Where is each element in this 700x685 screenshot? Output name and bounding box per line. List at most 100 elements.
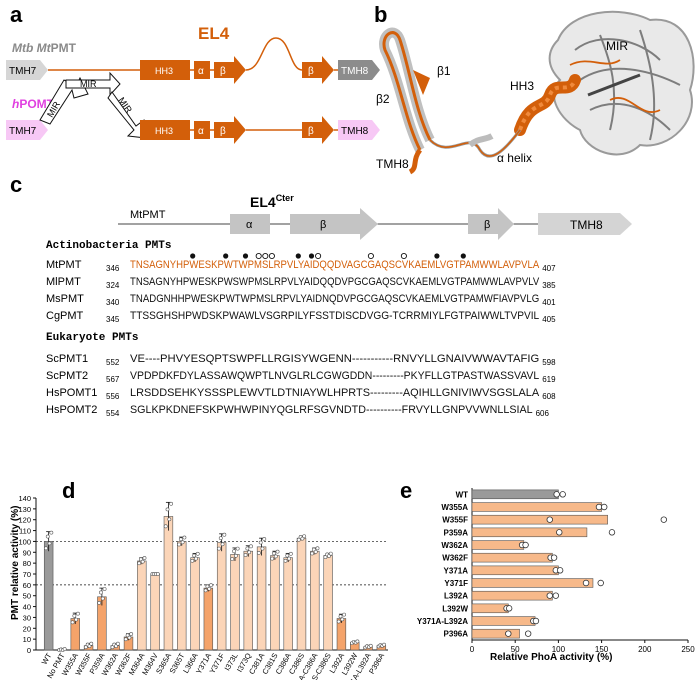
hh3-box-bottom xyxy=(140,120,190,140)
x-tick-label: 0 xyxy=(470,645,475,654)
replicate-point xyxy=(233,553,238,558)
el4cter-main: EL4 xyxy=(250,194,276,210)
panel-b: b MIR HH3 β1 β2 TMH8 α helix xyxy=(374,2,695,175)
alignment-sequence: LRSDDSEHKYSSSPLEWVTLDTNIAYWLHPRTS-------… xyxy=(130,387,540,399)
alignment-sequence: TTSSGHSHPWDSKPWAWLVSGRPILYFSSTDISCDVGG-T… xyxy=(130,310,539,322)
alignment-end: 407 xyxy=(542,264,556,273)
category-label: P359A xyxy=(444,528,469,537)
replicate-point xyxy=(49,530,54,535)
replicate-point xyxy=(190,558,195,563)
bar xyxy=(190,557,200,651)
replicate-point xyxy=(127,635,132,640)
beta1-topology-arrow xyxy=(290,208,378,240)
hh3-box-top xyxy=(140,60,190,80)
replicate-point xyxy=(608,529,616,536)
replicate-point xyxy=(243,553,248,557)
x-tick-label: 250 xyxy=(681,645,695,654)
replicate-point xyxy=(382,642,386,647)
alignment-start: 324 xyxy=(106,281,120,290)
bar xyxy=(471,616,536,626)
conserved-dot-filled xyxy=(190,253,196,259)
replicate-point xyxy=(102,587,107,591)
alignment-sequence: TNSAGNYHPWESKPWTWPMSLRPVLYAIDQQDVAGCGAQS… xyxy=(130,259,540,271)
hh3-structure-label: HH3 xyxy=(510,79,534,93)
mir-arrow-3 xyxy=(107,91,147,139)
category-label: P396A xyxy=(444,630,469,639)
conservation-marks xyxy=(190,252,466,260)
hh3-label-top: HH3 xyxy=(155,66,173,76)
alignment-start: 552 xyxy=(106,358,120,367)
hpomt-label: hPOMT xyxy=(12,97,55,111)
replicate-point xyxy=(247,550,252,555)
bar xyxy=(270,555,280,651)
hh3-helix xyxy=(514,74,581,136)
beta2-arrow-bottom xyxy=(302,116,334,144)
tmh7-arrow-top xyxy=(6,60,48,80)
y-tick-label: 130 xyxy=(18,505,31,514)
beta2-arrow-top xyxy=(302,56,334,84)
y-tick-label: 0 xyxy=(27,646,31,655)
mtpmt-label-italic: Mtb Mt xyxy=(12,41,52,55)
bar xyxy=(471,540,525,550)
bar xyxy=(150,573,160,651)
bar xyxy=(471,628,520,639)
replicate-point xyxy=(115,641,120,646)
replicate-point xyxy=(99,590,103,595)
replicate-point xyxy=(524,630,532,637)
y-tick-label: 140 xyxy=(18,494,31,503)
replicate-point xyxy=(600,503,608,511)
beta1-arrow-top xyxy=(214,56,246,84)
replicate-point xyxy=(546,592,553,599)
replicate-point xyxy=(258,540,263,545)
bar xyxy=(471,489,559,500)
replicate-point xyxy=(232,549,236,554)
alpha-topology-label: α xyxy=(246,219,253,231)
el4-label: EL4 xyxy=(198,24,230,43)
replicate-point xyxy=(178,537,183,542)
replicate-point xyxy=(313,549,318,554)
el4cter-sup: Cter xyxy=(276,193,295,203)
y-tick-label: 50 xyxy=(23,592,31,601)
alignment-end: 401 xyxy=(542,298,556,307)
replicate-point xyxy=(155,572,160,576)
tmh7-label-bottom: TMH7 xyxy=(9,126,37,137)
el4cter-label: EL4Cter xyxy=(250,193,294,210)
alpha-topology-box xyxy=(230,214,270,234)
mir-domain-structure xyxy=(548,10,695,156)
panel-d-letter: d xyxy=(62,478,75,503)
replicate-point xyxy=(340,617,345,622)
replicate-point xyxy=(45,534,50,539)
replicate-point xyxy=(256,551,261,555)
x-tick-label: 100 xyxy=(552,645,566,654)
replicate-point xyxy=(100,596,105,601)
replicate-point xyxy=(195,551,200,556)
beta1-topology-label: β xyxy=(320,219,326,231)
bar xyxy=(216,542,227,651)
alignment-end: 608 xyxy=(542,392,556,401)
conserved-dot-filled xyxy=(223,253,229,259)
replicate-point xyxy=(180,540,185,545)
y-tick-label: 80 xyxy=(23,559,31,568)
conserved-dot-open xyxy=(255,252,262,260)
conserved-dot-open xyxy=(367,252,374,260)
bar xyxy=(310,550,320,651)
alignment-name: CgPMT xyxy=(46,310,84,322)
alignment-start: 554 xyxy=(106,409,120,418)
conserved-dot-open xyxy=(400,252,407,260)
replicate-point xyxy=(169,501,174,506)
bar xyxy=(471,502,602,512)
bar xyxy=(137,560,147,651)
alignment-name: ScPMT2 xyxy=(46,370,88,382)
tmh8-topology-arrow xyxy=(538,213,632,235)
replicate-point xyxy=(207,586,212,591)
alignment-end: 385 xyxy=(542,281,556,290)
mir-structure-label: MIR xyxy=(606,39,628,53)
alpha-helix-structure-label: α helix xyxy=(497,151,532,165)
alignment-end: 405 xyxy=(542,315,556,324)
alignment-start: 340 xyxy=(106,298,120,307)
replicate-point xyxy=(262,537,267,541)
panel-c-letter: c xyxy=(10,172,22,197)
replicate-point xyxy=(273,554,278,559)
